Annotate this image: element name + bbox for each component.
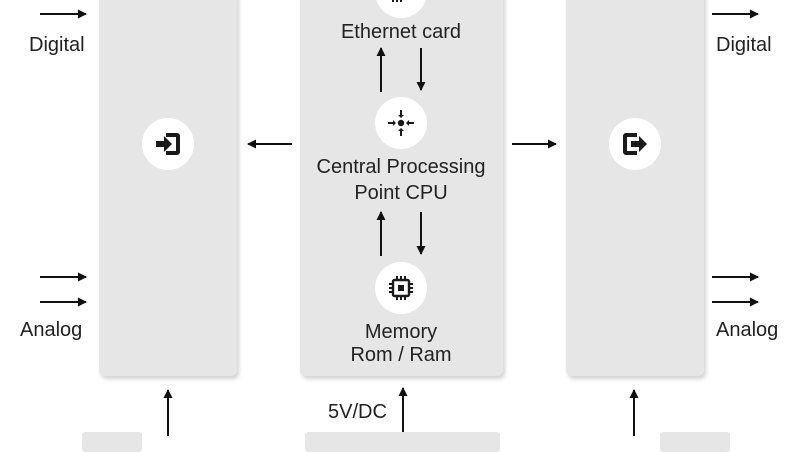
processor-icon-circle <box>375 97 427 149</box>
input-module-panel <box>99 0 237 376</box>
crosshair-icon <box>388 110 414 136</box>
right-analog-label: Analog <box>716 319 779 341</box>
output-icon-circle <box>609 118 661 170</box>
input-icon-circle <box>142 118 194 170</box>
login-icon <box>156 133 180 155</box>
memory-label-line1: Memory <box>364 321 438 343</box>
output-module-panel <box>566 0 704 376</box>
connection-arrows <box>40 9 759 436</box>
network-card-icon <box>392 0 402 2</box>
left-analog-label: Analog <box>20 319 83 341</box>
memory-label-line2: Rom / Ram <box>350 344 452 366</box>
processor-label-line1: Central Processing <box>316 156 486 178</box>
right-digital-label: Digital <box>716 34 772 56</box>
ethernet-label: Ethernet card <box>340 21 462 43</box>
power-label: 5V/DC <box>328 401 387 423</box>
left-digital-label: Digital <box>29 34 85 56</box>
ethernet-icon-circle <box>375 0 427 18</box>
memory-icon-circle <box>375 262 427 314</box>
logout-icon <box>623 133 647 155</box>
processor-label-line2: Point CPU <box>354 182 448 204</box>
chip-icon <box>389 276 413 300</box>
